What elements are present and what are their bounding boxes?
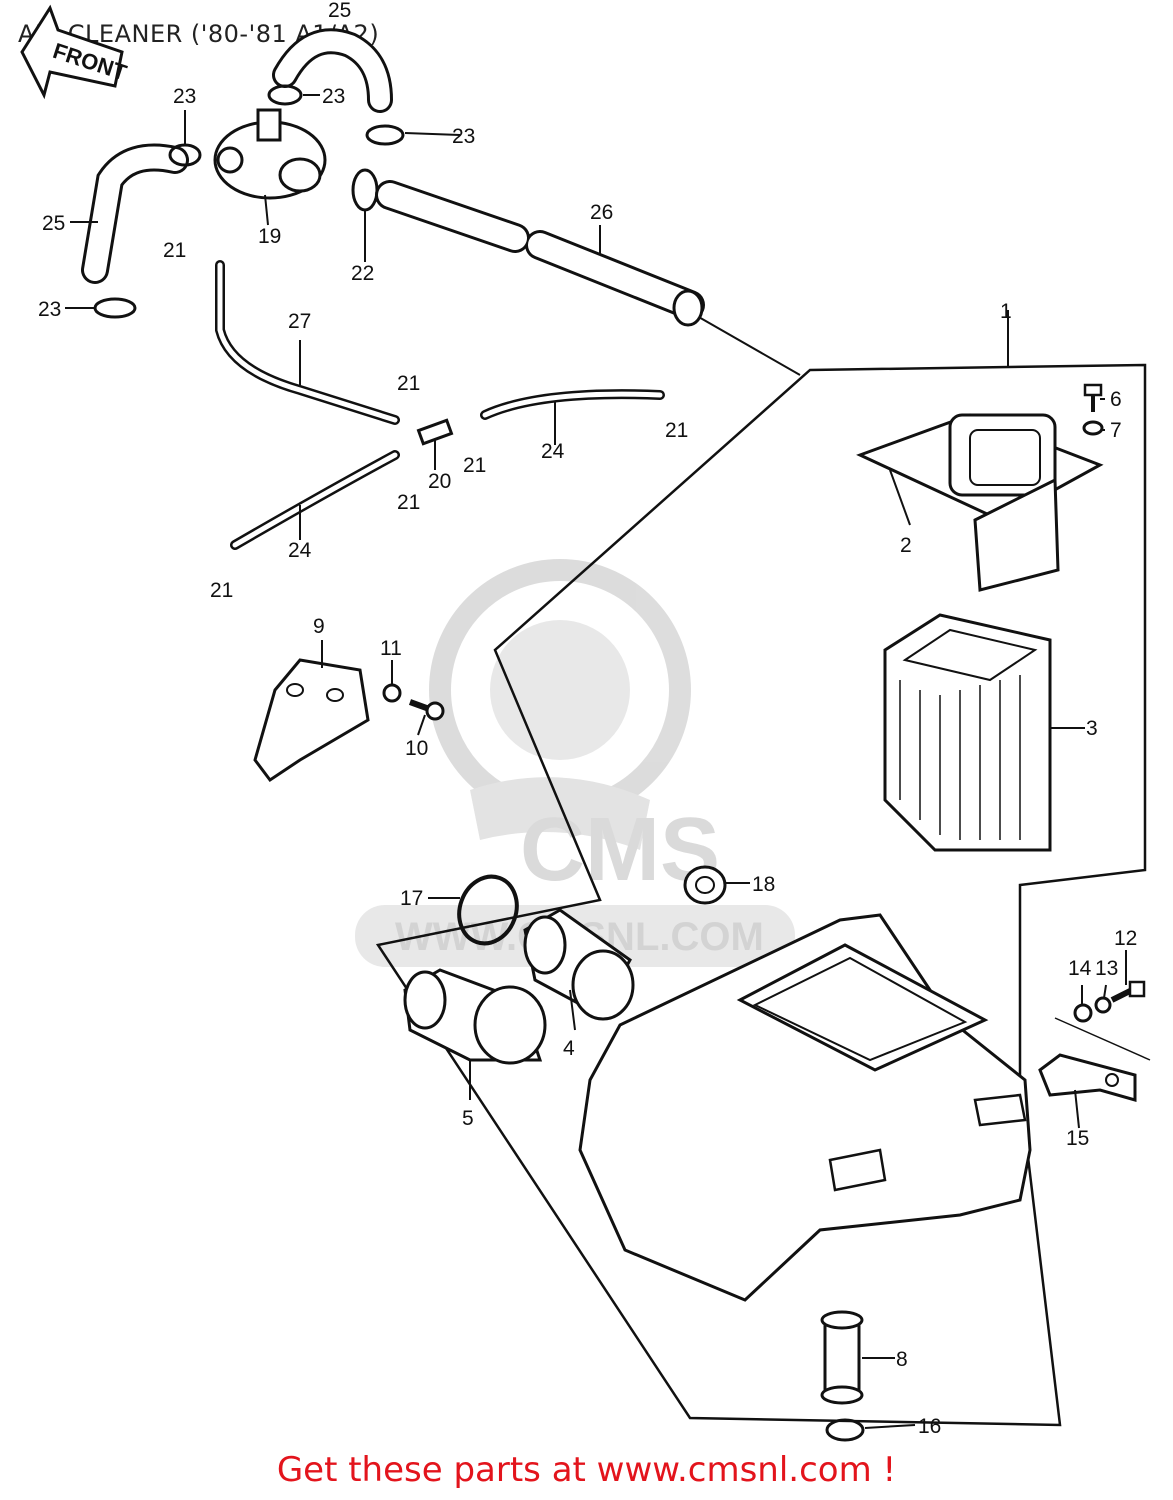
clamp-16	[825, 1418, 865, 1442]
leader-lines	[65, 94, 1127, 1429]
callout-12: 12	[1114, 927, 1137, 950]
air-cleaner-assembly-outline	[375, 363, 1147, 1427]
callout-24-b: 24	[288, 539, 312, 562]
callout-18: 18	[752, 873, 775, 896]
guide-line	[1054, 1017, 1151, 1061]
fitting-20	[416, 418, 454, 446]
clamp-23-d	[93, 297, 137, 319]
drain-tube-8	[820, 1310, 864, 1405]
callout-25-a: 25	[328, 0, 351, 22]
reed-valve-19	[213, 108, 327, 200]
callout-21-b: 21	[397, 372, 420, 395]
bolt-12	[1110, 980, 1146, 1003]
callout-14: 14	[1068, 957, 1092, 980]
callout-15: 15	[1066, 1127, 1089, 1150]
clamp-23-b	[267, 84, 303, 106]
callout-13: 13	[1095, 957, 1118, 980]
leader-26-to-outline	[689, 311, 801, 376]
callout-9: 9	[313, 615, 325, 638]
bolt-6	[1083, 383, 1103, 412]
footer-promo-text: Get these parts at www.cmsnl.com !	[0, 1450, 1173, 1490]
callout-23-c: 23	[452, 125, 475, 148]
bracket-15	[1038, 1053, 1137, 1102]
callout-21-e: 21	[397, 491, 420, 514]
callout-7: 7	[1110, 419, 1122, 442]
callout-25-b: 25	[42, 212, 65, 235]
callout-16: 16	[918, 1415, 941, 1438]
callout-11: 11	[380, 637, 402, 660]
seal-18	[683, 865, 727, 905]
callout-5: 5	[462, 1107, 474, 1130]
clamp-23-c	[365, 124, 405, 146]
washer-7	[1082, 420, 1104, 436]
callout-26: 26	[590, 201, 613, 224]
callout-23-d: 23	[38, 298, 61, 321]
washer-14	[1073, 1003, 1093, 1023]
callout-21-c: 21	[665, 419, 688, 442]
bolt-10	[408, 699, 445, 721]
washer-13	[1094, 996, 1112, 1014]
callout-21-f: 21	[210, 579, 233, 602]
callout-4: 4	[563, 1037, 575, 1060]
clamp-22	[351, 168, 379, 212]
callout-27: 27	[288, 310, 311, 333]
front-direction-arrow: FRONT	[20, 4, 130, 100]
callout-19: 19	[258, 225, 281, 248]
callout-21-d: 21	[463, 454, 486, 477]
cover-plate-2	[856, 413, 1104, 592]
callout-23-b: 23	[322, 85, 345, 108]
washer-11	[382, 683, 402, 703]
footer-link-text[interactable]: Get these parts at www.cmsnl.com !	[276, 1450, 897, 1490]
callout-6: 6	[1110, 388, 1122, 411]
intake-duct-5	[403, 968, 547, 1065]
callout-8: 8	[896, 1348, 908, 1371]
bracket-9	[253, 658, 370, 783]
filter-element-3	[883, 613, 1052, 852]
callout-2: 2	[900, 534, 912, 557]
callout-24-a: 24	[541, 440, 565, 463]
o-ring-17	[457, 874, 519, 946]
callout-23-a: 23	[173, 85, 196, 108]
callout-20: 20	[428, 470, 451, 493]
callout-1: 1	[1000, 300, 1012, 323]
air-cleaner-housing	[578, 913, 1032, 1302]
callout-17: 17	[400, 887, 423, 910]
callout-10: 10	[405, 737, 428, 760]
callout-22: 22	[351, 262, 374, 285]
callout-numbers: 1 2 3 4 5 6 7 8 9 10 11 12 13 14 15 16 1…	[38, 0, 1137, 1438]
callout-21-a: 21	[163, 239, 186, 262]
tube-27	[215, 260, 400, 425]
callout-3: 3	[1086, 717, 1098, 740]
intake-duct-4	[523, 908, 635, 1021]
